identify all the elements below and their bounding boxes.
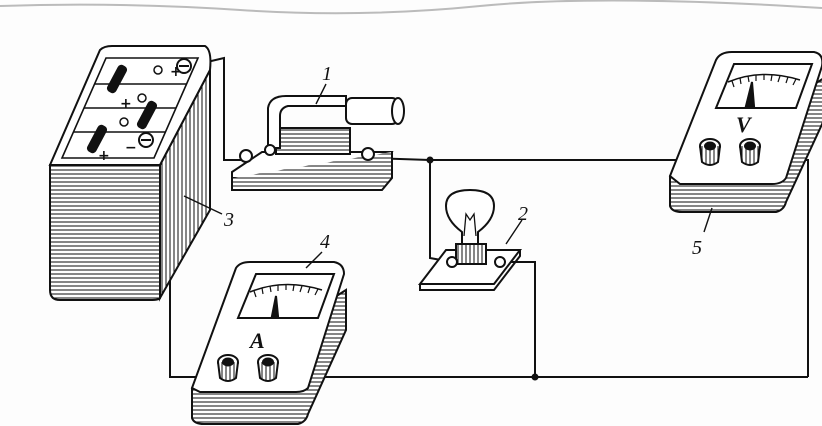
battery-minus-sign: − bbox=[125, 140, 137, 156]
label-battery-number: 3 bbox=[223, 209, 234, 231]
paper-edge bbox=[0, 0, 822, 15]
leader-lines bbox=[183, 83, 713, 269]
lamp bbox=[417, 188, 523, 291]
wire-lamp-right bbox=[500, 261, 536, 377]
wire-switch-to-node bbox=[367, 157, 809, 377]
voltmeter-needle bbox=[744, 81, 756, 107]
battery-top-inner bbox=[60, 57, 200, 159]
battery-plus-sign: + bbox=[170, 64, 182, 80]
battery-plus-sign-2: + bbox=[120, 96, 132, 112]
ammeter-terminals bbox=[217, 354, 279, 382]
ammeter-dial bbox=[236, 273, 336, 319]
ammeter-symbol: A bbox=[248, 328, 265, 353]
voltmeter-dial bbox=[714, 63, 814, 109]
battery bbox=[48, 45, 212, 302]
voltmeter bbox=[668, 51, 822, 213]
switch-terminal-left bbox=[239, 149, 253, 163]
lamp-bulb bbox=[444, 188, 496, 245]
switch-blade-block bbox=[275, 127, 351, 155]
battery-plus-sign-3: + bbox=[98, 148, 110, 164]
ammeter bbox=[190, 261, 347, 425]
lamp-socket bbox=[455, 243, 487, 265]
knife-switch bbox=[231, 95, 405, 191]
junction-node-top bbox=[426, 156, 434, 164]
lamp-filament bbox=[463, 212, 477, 237]
voltmeter-terminals bbox=[699, 138, 761, 166]
junction-node-bottom bbox=[531, 373, 539, 381]
voltmeter-symbol: V bbox=[736, 112, 753, 137]
switch-terminal-right bbox=[361, 147, 375, 161]
battery-front bbox=[49, 164, 161, 301]
label-voltmeter-number: 5 bbox=[692, 237, 702, 259]
label-ammeter-number: 4 bbox=[320, 231, 330, 253]
ammeter-needle bbox=[270, 295, 280, 317]
battery-top bbox=[48, 45, 212, 166]
label-lamp-number: 2 bbox=[518, 203, 528, 225]
label-switch-number: 1 bbox=[322, 63, 332, 85]
